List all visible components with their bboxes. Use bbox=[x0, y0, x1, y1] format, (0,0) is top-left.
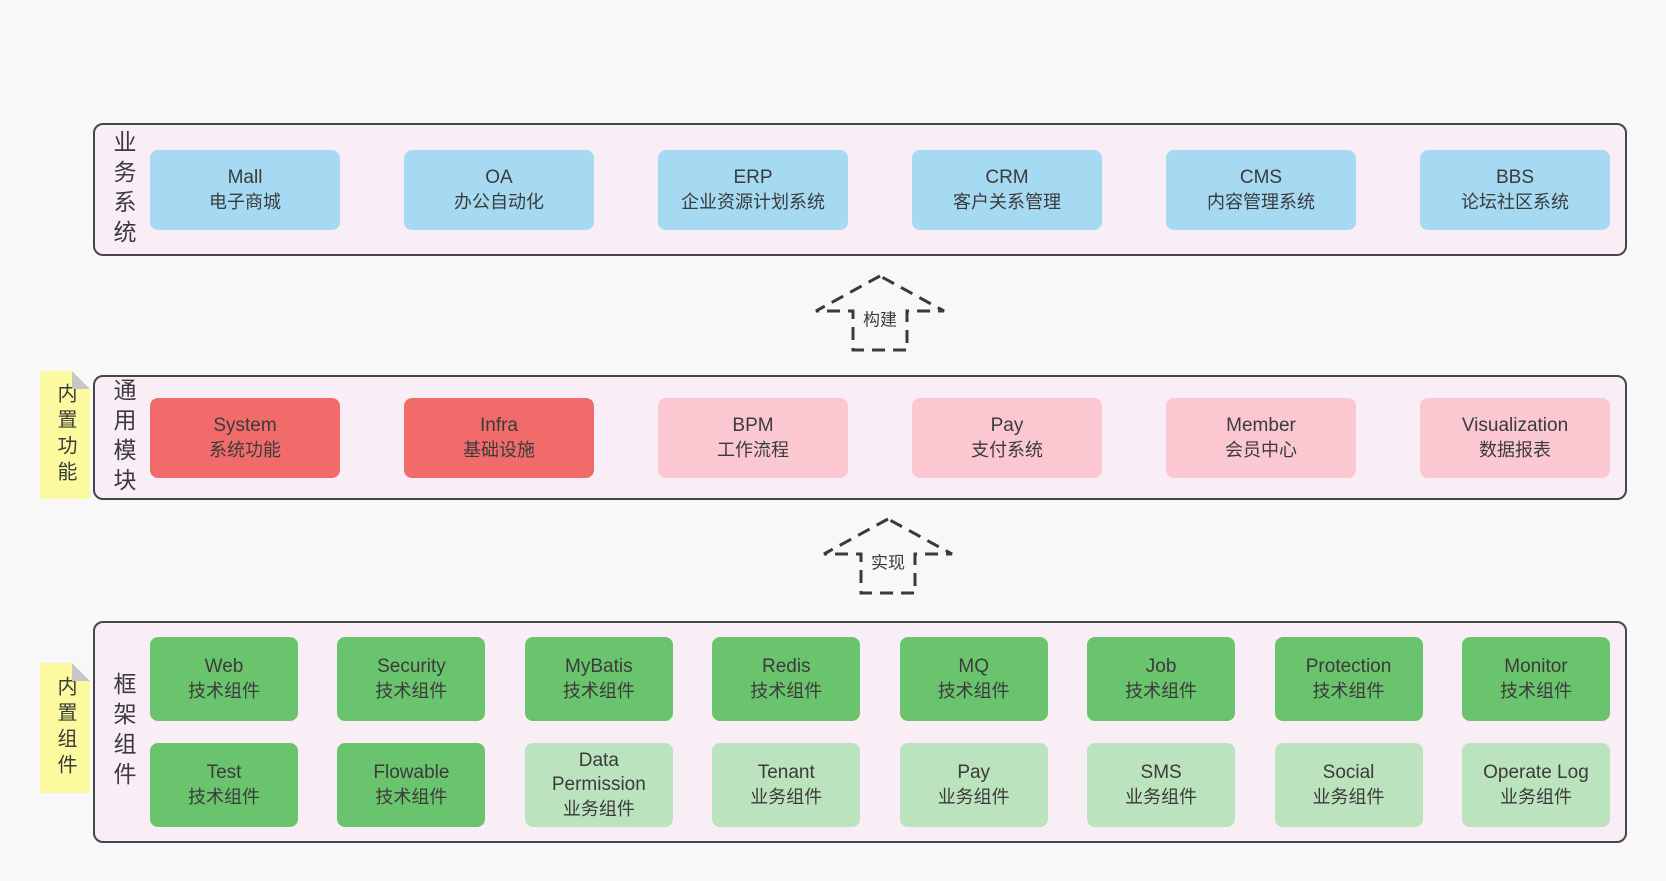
box-job: Job 技术组件 bbox=[1087, 637, 1236, 721]
box-tenant: Tenant 业务组件 bbox=[712, 743, 861, 827]
sticky-note-built-in-features: 内置功能 bbox=[40, 371, 90, 499]
box-redis: Redis 技术组件 bbox=[712, 637, 861, 721]
arrow-implement: 实现 bbox=[820, 516, 956, 596]
components-row-2: Test 技术组件 Flowable 技术组件 Data Permission … bbox=[150, 743, 1610, 827]
folded-corner-icon bbox=[72, 371, 90, 389]
folded-corner-icon bbox=[72, 663, 90, 681]
box-member: Member 会员中心 bbox=[1166, 397, 1356, 478]
box-pay: Pay 支付系统 bbox=[912, 397, 1102, 478]
box-cms: CMS 内容管理系统 bbox=[1166, 149, 1356, 230]
arrow-up-icon bbox=[815, 274, 945, 352]
box-flowable: Flowable 技术组件 bbox=[337, 743, 486, 827]
box-mall: Mall 电子商城 bbox=[150, 149, 340, 230]
band-common-modules: 内置功能 通用模块 System 系统功能 Infra 基础设施 BPM 工作流… bbox=[93, 375, 1627, 500]
box-data-permission: Data Permission 业务组件 bbox=[524, 743, 673, 827]
box-mq: MQ 技术组件 bbox=[899, 637, 1048, 721]
box-bpm: BPM 工作流程 bbox=[658, 397, 848, 478]
band-label: 框架组件 bbox=[110, 672, 136, 792]
band-framework-components: 内置组件 框架组件 Web 技术组件 Security 技术组件 MyBatis… bbox=[93, 621, 1627, 843]
box-test: Test 技术组件 bbox=[150, 743, 298, 827]
box-web: Web 技术组件 bbox=[150, 637, 298, 721]
arrow-build: 构建 bbox=[812, 273, 948, 353]
band-label: 业务系统 bbox=[110, 129, 136, 250]
box-protection: Protection 技术组件 bbox=[1274, 637, 1423, 721]
box-erp: ERP 企业资源计划系统 bbox=[658, 149, 848, 230]
box-visualization: Visualization 数据报表 bbox=[1420, 397, 1610, 478]
band-business-systems: 业务系统 Mall 电子商城 OA 办公自动化 ERP 企业资源计划系统 CRM… bbox=[93, 123, 1627, 256]
arrow-implement-label: 实现 bbox=[867, 547, 909, 575]
box-infra: Infra 基础设施 bbox=[404, 397, 594, 478]
band-label: 通用模块 bbox=[110, 377, 136, 498]
box-oa: OA 办公自动化 bbox=[404, 149, 594, 230]
band-components-content: Web 技术组件 Security 技术组件 MyBatis 技术组件 Redi… bbox=[150, 623, 1625, 841]
components-row-1: Web 技术组件 Security 技术组件 MyBatis 技术组件 Redi… bbox=[150, 637, 1610, 721]
arrow-build-label: 构建 bbox=[859, 304, 901, 332]
box-bbs: BBS 论坛社区系统 bbox=[1420, 149, 1610, 230]
box-crm: CRM 客户关系管理 bbox=[912, 149, 1102, 230]
box-mybatis: MyBatis 技术组件 bbox=[524, 637, 673, 721]
box-pay-biz: Pay 业务组件 bbox=[899, 743, 1048, 827]
band-modules-content: System 系统功能 Infra 基础设施 BPM 工作流程 Pay 支付系统… bbox=[150, 377, 1625, 498]
box-security: Security 技术组件 bbox=[337, 637, 486, 721]
box-system: System 系统功能 bbox=[150, 397, 340, 478]
band-business-content: Mall 电子商城 OA 办公自动化 ERP 企业资源计划系统 CRM 客户关系… bbox=[150, 125, 1625, 254]
arrow-up-icon bbox=[823, 517, 953, 595]
box-operate-log: Operate Log 业务组件 bbox=[1461, 743, 1610, 827]
box-sms: SMS 业务组件 bbox=[1087, 743, 1236, 827]
box-monitor: Monitor 技术组件 bbox=[1461, 637, 1610, 721]
box-social: Social 业务组件 bbox=[1274, 743, 1423, 827]
sticky-note-built-in-components: 内置组件 bbox=[40, 663, 90, 793]
